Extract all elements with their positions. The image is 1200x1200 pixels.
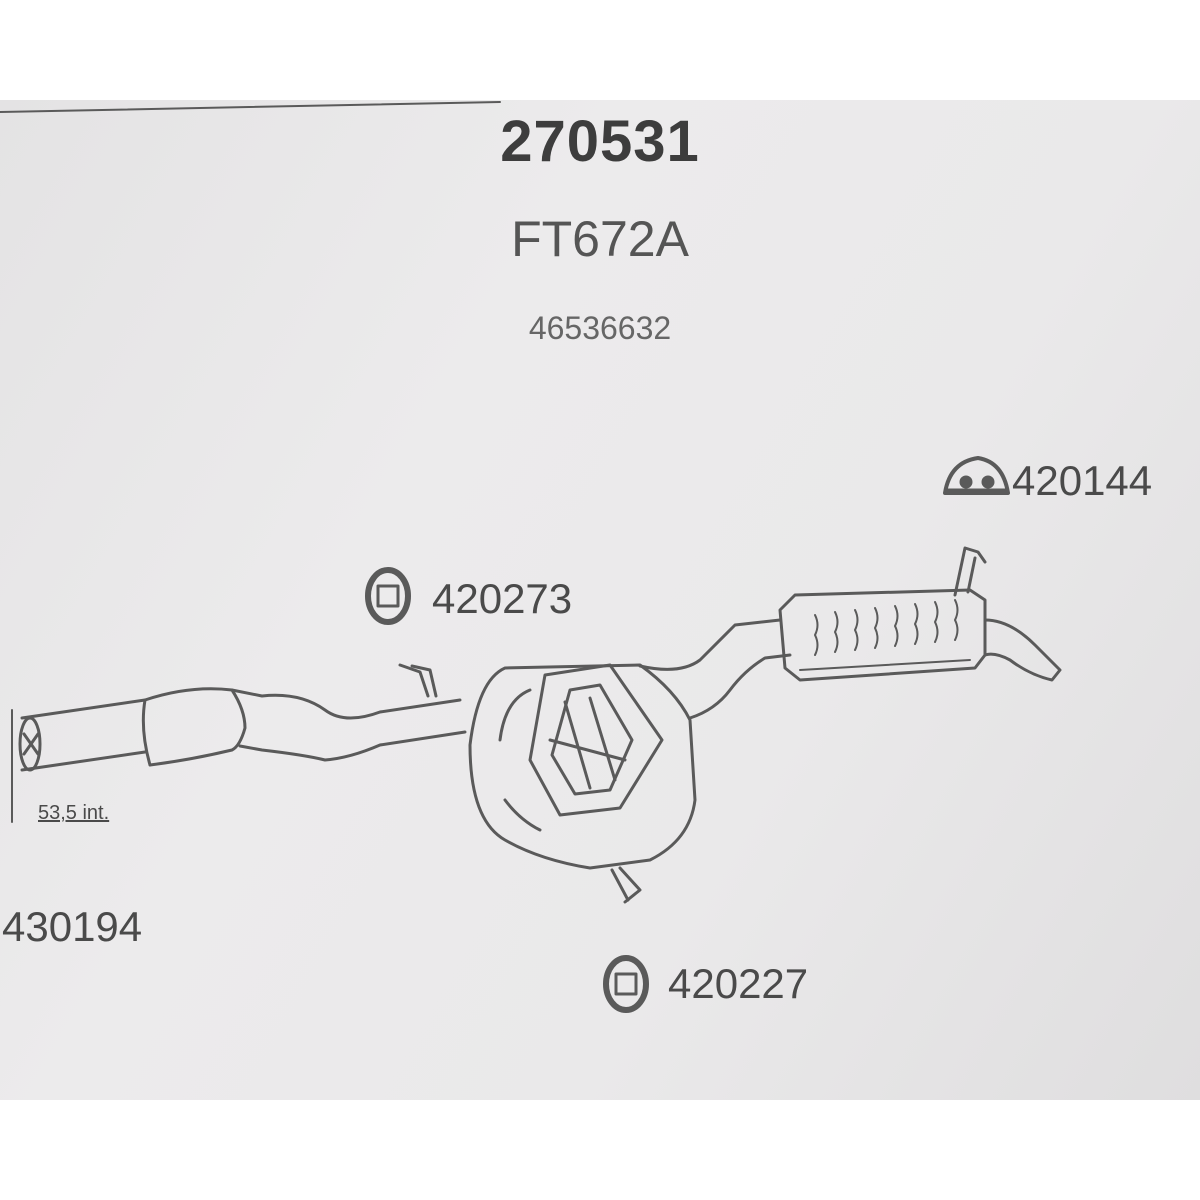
border-line <box>0 101 501 113</box>
ring-mount-icon <box>603 955 649 1013</box>
label-420273: 420273 <box>432 575 573 622</box>
rubber-hanger-icon <box>943 456 1010 495</box>
oem-code: 46536632 <box>528 310 672 346</box>
ring-mount-icon <box>365 567 411 625</box>
reference-code: FT672A <box>511 211 689 267</box>
label-420227: 420227 <box>668 960 809 1007</box>
middle-pipe <box>638 618 792 720</box>
front-pipe <box>20 663 467 772</box>
front-flange <box>11 709 42 823</box>
label-430194: 430194 <box>2 903 143 950</box>
diagram-sheet: 270531 FT672A 46536632 420144 420273 420… <box>0 100 1200 1100</box>
exhaust-drawing <box>0 101 1062 1013</box>
rear-muffler <box>778 546 1062 682</box>
part-number: 270531 <box>500 109 700 174</box>
central-muffler <box>468 663 697 904</box>
label-420144: 420144 <box>1012 457 1153 504</box>
pipe-diameter-label: 53,5 int. <box>38 802 110 824</box>
